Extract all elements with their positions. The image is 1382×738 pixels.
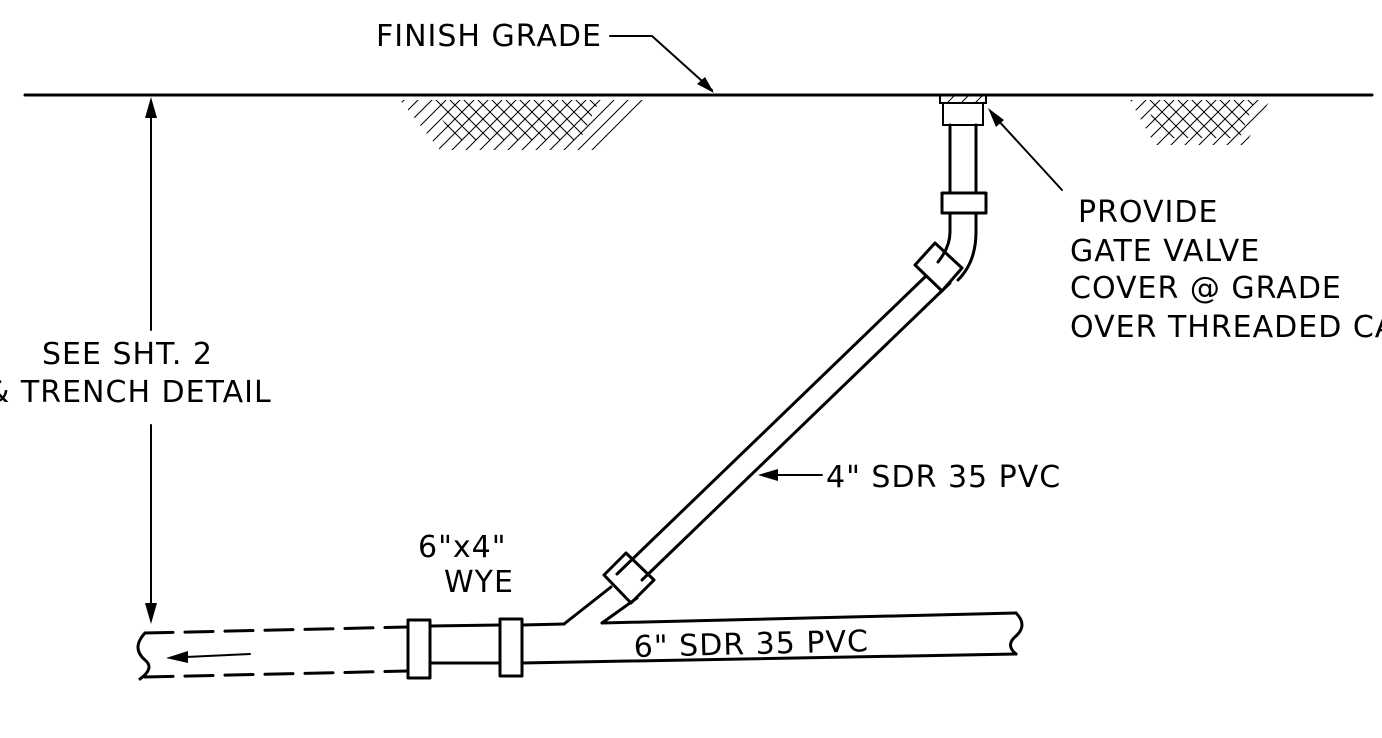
pipe-4in-label: 4" SDR 35 PVC [826,460,1061,495]
see-sheet-label: SEE SHT. 2 [42,337,213,372]
lower-coupling [602,551,656,605]
main-coupling-right [498,617,524,678]
provide-leader [995,117,1063,191]
provide-label-line2: GATE VALVE [1070,234,1260,269]
provide-label-line3: COVER @ GRADE [1070,271,1342,306]
finish-grade-leader [609,35,713,91]
pipe-6in-label: 6" SDR 35 PVC [633,624,869,665]
soil-hatch-right [1130,100,1270,145]
vertical-riser [940,123,988,234]
provide-label-line4: OVER THREADED CA [1070,310,1382,345]
diagonal-4in-pipe [615,274,952,582]
wye-branch [562,585,639,626]
threaded-cap [939,94,987,126]
elbow-bend [936,230,978,282]
finish-grade-arrowhead [697,77,714,93]
trench-detail-label: & TRENCH DETAIL [0,375,272,410]
existing-pipe-dashed [136,625,410,681]
flow-direction-arrow [166,651,251,663]
depth-dimension [145,97,157,624]
wye-size-label: 6"x4" [418,530,507,565]
wye-label: WYE [444,565,514,600]
main-6in-pipe [428,611,1024,665]
main-coupling-left [406,618,432,680]
provide-arrowhead [988,108,1004,127]
finish-grade-label: FINISH GRADE [376,19,602,54]
pipe-4in-arrowhead [758,469,778,481]
soil-hatch-left [400,100,645,150]
upper-coupling [913,241,964,293]
provide-label-line1: PROVIDE [1078,195,1218,230]
